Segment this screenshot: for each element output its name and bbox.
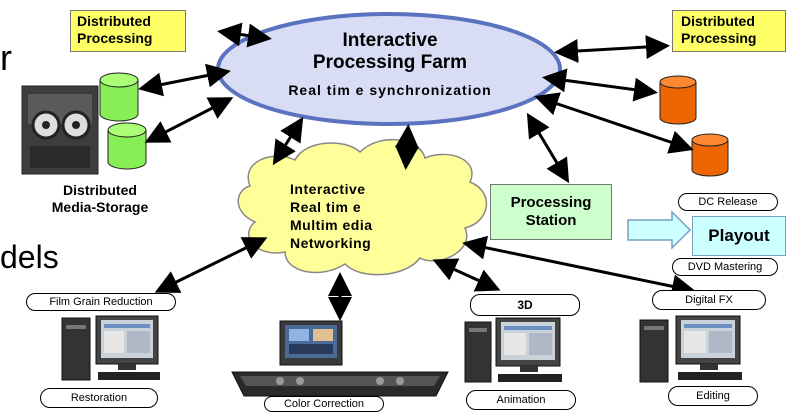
background-fragment-r: r [0, 37, 12, 78]
color-correction-pill: Color Correction [264, 396, 384, 412]
link-arrow [432, 258, 501, 292]
digital-fx-pill: Digital FX [652, 290, 766, 310]
background-fragment-dels: dels [0, 239, 59, 275]
link-arrow [394, 124, 420, 170]
storage-cylinder-icon [691, 133, 729, 177]
processing-station-label: Processing Station [510, 194, 592, 229]
workstation-icon [464, 317, 562, 383]
distributed-processing-left: Distributed Processing [70, 10, 186, 52]
editing-console-icon [231, 320, 449, 397]
film-projector-icon [21, 85, 99, 175]
dvd-mastering-pill: DVD Mastering [672, 258, 778, 276]
link-arrow [554, 35, 670, 63]
animation-pill: Animation [466, 390, 576, 410]
networking-label: Interactive Real tim e Multim edia Netwo… [290, 181, 373, 251]
networking-cloud [237, 138, 487, 276]
dc-release-pill: DC Release [678, 193, 778, 211]
storage-cylinder-icon [659, 75, 697, 125]
link-arrow [462, 235, 696, 299]
link-arrow [526, 112, 570, 184]
editing-pill: Editing [668, 386, 758, 406]
link-arrow [138, 63, 231, 97]
processing-station-box: Processing Station [490, 184, 612, 240]
restoration-pill: Restoration [40, 388, 158, 408]
media-storage-label: Distributed Media-Storage [51, 182, 149, 215]
processing-farm-subtitle: Real tim e synchronization [288, 82, 492, 98]
storage-cylinder-icon [107, 122, 147, 170]
playout-arrow [627, 210, 692, 250]
playout-box: Playout [692, 216, 786, 256]
playout-label: Playout [708, 226, 770, 245]
film-grain-reduction-pill: Film Grain Reduction [26, 293, 176, 311]
link-arrow [154, 237, 268, 293]
processing-farm-title: Interactive Processing Farm [312, 30, 468, 73]
workstation-icon [639, 315, 742, 383]
link-arrow [534, 92, 694, 154]
link-arrow [217, 22, 272, 48]
workstation-icon [61, 315, 160, 381]
storage-cylinder-icon [99, 72, 139, 122]
link-arrow [272, 116, 304, 166]
distributed-processing-right: Distributed Processing [672, 10, 786, 52]
3d-pill: 3D [470, 294, 580, 316]
link-arrow [542, 68, 658, 102]
link-arrow [144, 97, 234, 143]
